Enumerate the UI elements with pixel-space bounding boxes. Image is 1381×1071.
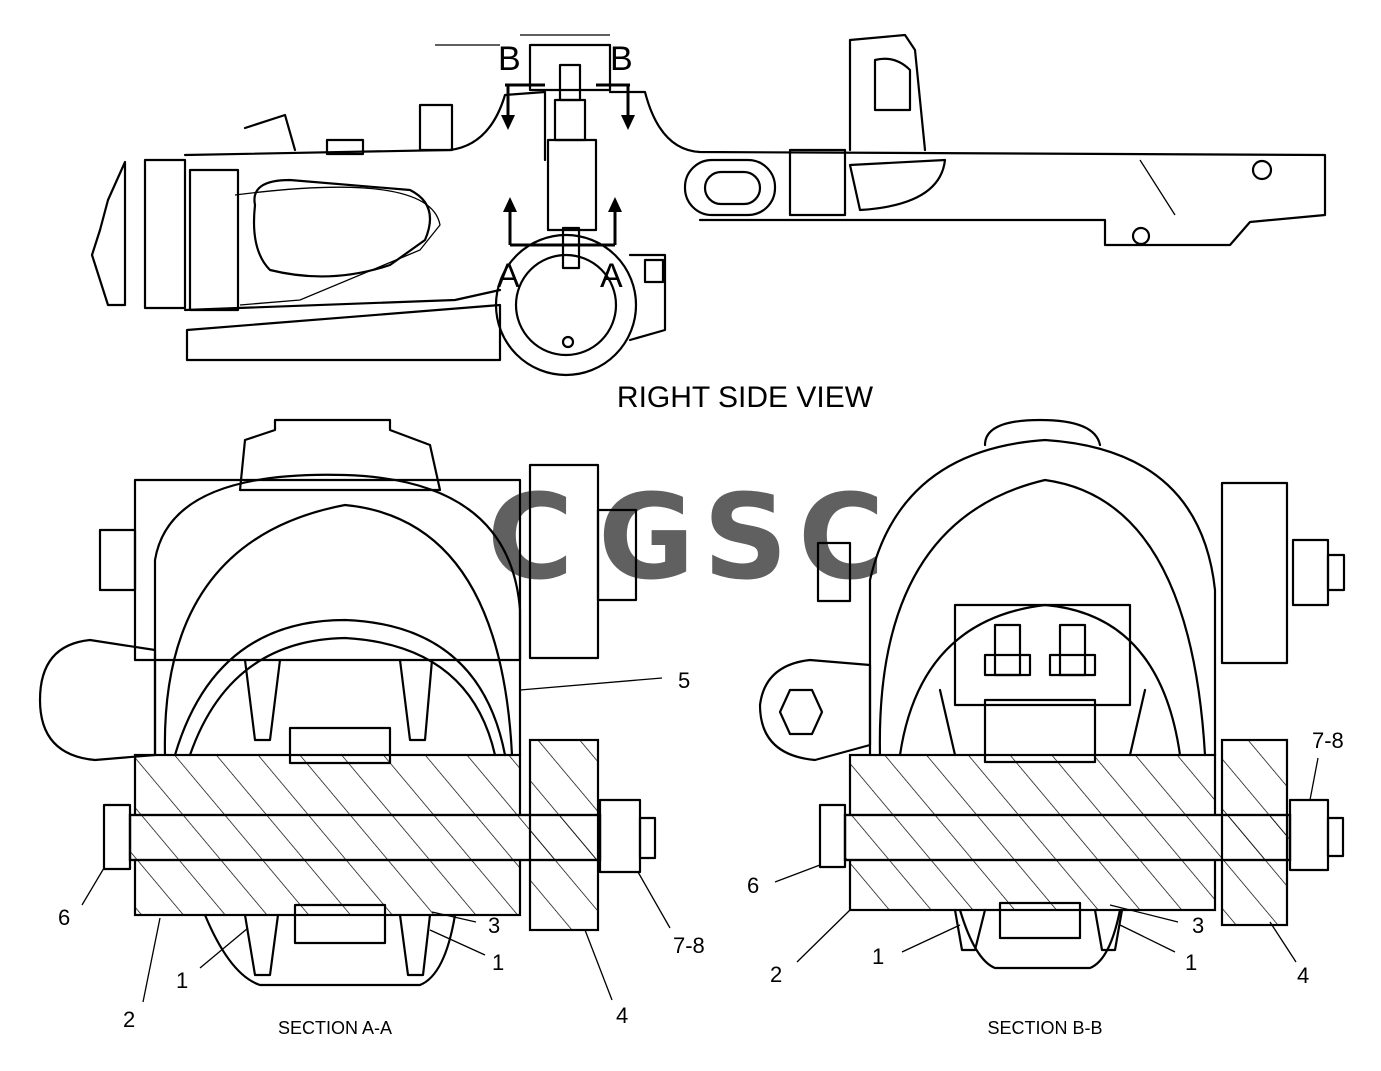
section-a-title: SECTION A-A (278, 1018, 392, 1038)
callout-b-7-8: 7-8 (1312, 728, 1344, 753)
section-marker-a-right: A (600, 257, 623, 295)
section-b-drawing (758, 418, 1346, 970)
right-side-view-drawing (90, 33, 1327, 377)
callout-a-2: 2 (123, 1007, 135, 1032)
callout-b-6: 6 (747, 873, 759, 898)
callout-a-3: 3 (488, 913, 500, 938)
right-side-view-title: RIGHT SIDE VIEW (617, 381, 874, 414)
svg-text:G: G (598, 468, 695, 606)
svg-text:C: C (798, 468, 885, 606)
callout-a-1-left: 1 (176, 968, 188, 993)
callout-b-1-left: 1 (872, 944, 884, 969)
callout-b-2: 2 (770, 962, 782, 987)
section-cut-lines (501, 83, 635, 247)
section-b-title: SECTION B-B (987, 1018, 1102, 1038)
watermark-logo: C G S C (487, 468, 885, 606)
callout-a-1-right: 1 (492, 950, 504, 975)
svg-text:S: S (703, 468, 788, 606)
section-a-drawing (38, 418, 657, 987)
callout-a-6: 6 (58, 905, 70, 930)
section-b-leader-lines (774, 757, 1319, 963)
callout-a-4: 4 (616, 1003, 628, 1028)
callout-b-3: 3 (1192, 913, 1204, 938)
section-marker-a-left: A (497, 257, 520, 295)
section-marker-b-right: B (610, 40, 633, 78)
section-a-leader-lines (81, 677, 671, 1003)
callout-a-7-8: 7-8 (673, 933, 705, 958)
callout-b-1-right: 1 (1185, 950, 1197, 975)
section-marker-b-left: B (498, 40, 521, 78)
callout-b-4: 4 (1297, 963, 1309, 988)
svg-text:C: C (487, 468, 574, 606)
callout-a-5: 5 (678, 668, 690, 693)
